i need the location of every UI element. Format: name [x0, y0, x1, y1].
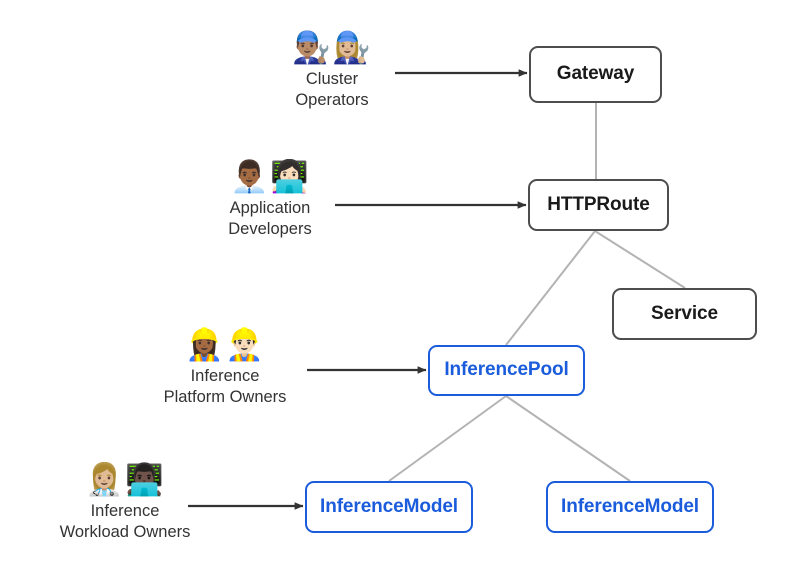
edge-pool-model1	[388, 395, 507, 482]
persona-application-developers: 👨🏾‍💼👩🏻‍💻 Application Developers	[155, 162, 385, 240]
cluster-operators-avatars: 👨🏽‍🔧👩🏼‍🔧	[292, 30, 372, 66]
node-gateway[interactable]: Gateway	[529, 46, 662, 103]
persona-ownership-arrows	[188, 69, 528, 510]
inference-platform-owners-label: Inference Platform Owners	[163, 367, 287, 407]
inference-workload-owners-avatars: 👩🏼‍⚕️👨🏿‍💻	[85, 462, 165, 498]
application-developers-avatars: 👨🏾‍💼👩🏻‍💻	[230, 159, 310, 195]
persona-inference-platform-owners: 👷🏾‍♀️👷🏻‍♂️ Inference Platform Owners	[110, 330, 340, 408]
edge-httproute-pool	[505, 230, 596, 346]
node-inferencemodel-right-label: InferenceModel	[561, 495, 699, 517]
persona-inference-workload-owners: 👩🏼‍⚕️👨🏿‍💻 Inference Workload Owners	[10, 465, 240, 543]
node-inferencemodel-right[interactable]: InferenceModel	[546, 481, 714, 533]
node-httproute[interactable]: HTTPRoute	[528, 179, 669, 231]
node-inferencemodel-left[interactable]: InferenceModel	[305, 481, 473, 533]
application-developers-label: Application Developers	[228, 199, 312, 239]
cluster-operators-label: Cluster Operators	[295, 70, 369, 110]
node-service[interactable]: Service	[612, 288, 757, 340]
node-inferencepool-label: InferencePool	[444, 359, 569, 381]
persona-cluster-operators: 👨🏽‍🔧👩🏼‍🔧 Cluster Operators	[217, 33, 447, 111]
inference-platform-owners-avatars: 👷🏾‍♀️👷🏻‍♂️	[185, 327, 265, 363]
node-inferencemodel-left-label: InferenceModel	[320, 495, 458, 517]
inference-workload-owners-label: Inference Workload Owners	[59, 502, 191, 542]
node-service-label: Service	[651, 302, 718, 324]
edge-httproute-service	[594, 230, 686, 289]
node-inferencepool[interactable]: InferencePool	[428, 345, 585, 396]
node-httproute-label: HTTPRoute	[547, 193, 650, 215]
node-gateway-label: Gateway	[556, 63, 635, 85]
edge-pool-model2	[505, 395, 631, 482]
